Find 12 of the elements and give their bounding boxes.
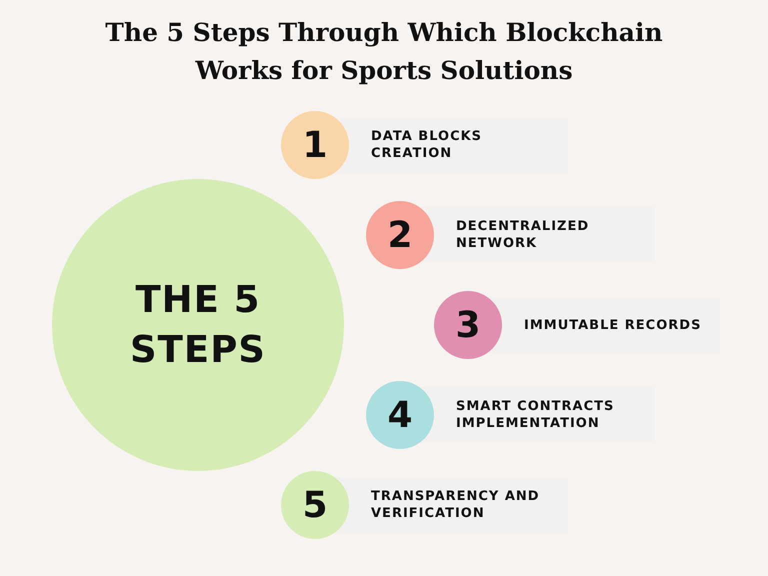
step-label: SMART CONTRACTS IMPLEMENTATION bbox=[456, 398, 616, 432]
number-circle: 2 bbox=[366, 201, 434, 269]
title: The 5 Steps Through Which Blockchain Works for Sports Solutions bbox=[104, 17, 664, 87]
step-label: TRANSPARENCY AND VERIFICATION bbox=[371, 488, 541, 522]
number-circle: 1 bbox=[281, 111, 349, 179]
step-label: DECENTRALIZED NETWORK bbox=[456, 218, 590, 252]
number-circle: 4 bbox=[366, 381, 434, 449]
number-circle: 3 bbox=[434, 291, 502, 359]
main-heading: THE 5 STEPS bbox=[129, 277, 267, 373]
number-circle: 5 bbox=[281, 471, 349, 539]
step-label: DATA BLOCKS CREATION bbox=[371, 128, 484, 162]
step-label: IMMUTABLE RECORDS bbox=[524, 317, 702, 334]
